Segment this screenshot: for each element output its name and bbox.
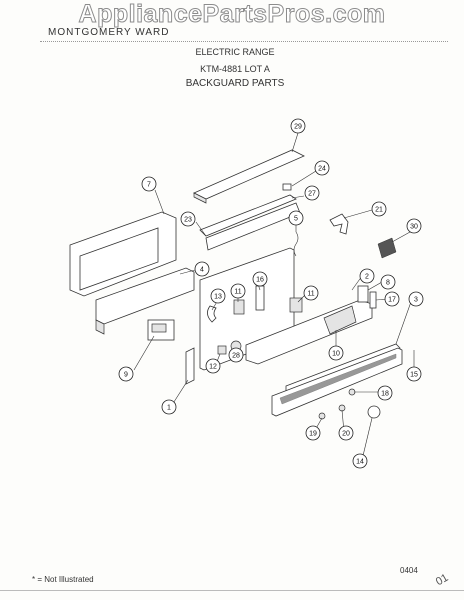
part-14-knob: [367, 405, 381, 419]
appliance-type: ELECTRIC RANGE: [195, 47, 275, 57]
part-3-grill-panel: [271, 343, 403, 417]
callout-13: 13: [210, 288, 226, 304]
callout-23: 23: [180, 211, 196, 227]
callout-20: 20: [338, 425, 354, 441]
callout-4: 4: [194, 261, 210, 277]
part-4-flange: [95, 319, 105, 335]
callout-9: 9: [118, 366, 134, 382]
part-12-component: [217, 345, 227, 355]
part-29-trim-edge: [193, 192, 207, 204]
svg-text:7: 7: [147, 182, 151, 189]
part-29-top-trim: [193, 149, 305, 200]
svg-text:18: 18: [381, 391, 389, 398]
callout-19: 19: [305, 425, 321, 441]
svg-text:21: 21: [375, 207, 383, 214]
svg-text:24: 24: [318, 166, 326, 173]
watermark-logo: AppliancePartsPros.com: [78, 0, 386, 29]
svg-text:29: 29: [294, 124, 302, 131]
svg-text:4: 4: [200, 267, 204, 274]
callout-18: 18: [377, 385, 393, 401]
section-title: BACKGUARD PARTS: [185, 78, 285, 89]
part-5-spring: [293, 231, 299, 257]
svg-text:8: 8: [386, 280, 390, 287]
svg-text:16: 16: [256, 277, 264, 284]
callout-21: 21: [371, 201, 387, 217]
callout-1: 1: [161, 399, 177, 415]
callout-12: 12: [205, 358, 221, 374]
svg-text:11: 11: [234, 289, 241, 296]
callout-5: 5: [288, 210, 304, 226]
part-17-component: [369, 291, 377, 309]
callout-8: 8: [380, 274, 396, 290]
callout-16: 16: [252, 271, 268, 287]
callout-15: 15: [406, 366, 422, 382]
part-11-switch-right: [289, 297, 303, 313]
callout-27: 27: [304, 185, 320, 201]
svg-text:10: 10: [332, 351, 340, 358]
bottom-divider: [0, 590, 464, 591]
callout-11-right: 11: [303, 285, 319, 301]
part-19-screw: [318, 412, 326, 420]
svg-text:19: 19: [309, 431, 317, 438]
part-13-bracket: [207, 305, 217, 323]
page-code: 0404: [400, 566, 418, 575]
svg-text:5: 5: [294, 216, 298, 223]
svg-text:3: 3: [414, 297, 418, 304]
svg-text:15: 15: [410, 372, 418, 379]
svg-text:27: 27: [308, 191, 316, 198]
part-7-window: [79, 227, 159, 291]
svg-text:23: 23: [184, 217, 192, 224]
svg-text:1: 1: [167, 405, 171, 412]
callout-2: 2: [359, 268, 375, 284]
callout-28: 28: [228, 347, 244, 363]
callout-7: 7: [141, 176, 157, 192]
part-21-bracket: [329, 213, 349, 235]
svg-text:30: 30: [410, 224, 418, 231]
part-11-switch-left: [233, 299, 245, 315]
svg-text:2: 2: [365, 274, 369, 281]
svg-text:12: 12: [209, 364, 217, 371]
callout-30: 30: [406, 218, 422, 234]
part-1-end-cap: [185, 347, 195, 385]
callout-17: 17: [384, 291, 400, 307]
svg-text:13: 13: [214, 294, 222, 301]
callout-3: 3: [408, 291, 424, 307]
part-27-rail: [199, 194, 297, 237]
svg-text:11: 11: [307, 291, 314, 298]
callout-24: 24: [314, 160, 330, 176]
callout-11-left: 11: [230, 283, 246, 299]
header-divider: [40, 41, 448, 42]
svg-text:17: 17: [388, 297, 396, 304]
svg-text:20: 20: [342, 431, 350, 438]
callout-29: 29: [290, 118, 306, 134]
footnote: * = Not Illustrated: [32, 575, 94, 584]
callout-10: 10: [328, 345, 344, 361]
model-number: KTM-4881 LOT A: [200, 64, 270, 74]
callout-14: 14: [352, 453, 368, 469]
part-24-clip: [282, 183, 292, 191]
svg-text:28: 28: [232, 353, 240, 360]
part-10-display: [323, 305, 357, 335]
svg-text:14: 14: [356, 459, 364, 466]
part-30-thermostat: [377, 237, 397, 259]
svg-text:9: 9: [124, 372, 128, 379]
part-9-switch-face: [151, 323, 167, 333]
brand-name: MONTGOMERY WARD: [48, 27, 170, 38]
part-8-trim: [357, 285, 369, 303]
